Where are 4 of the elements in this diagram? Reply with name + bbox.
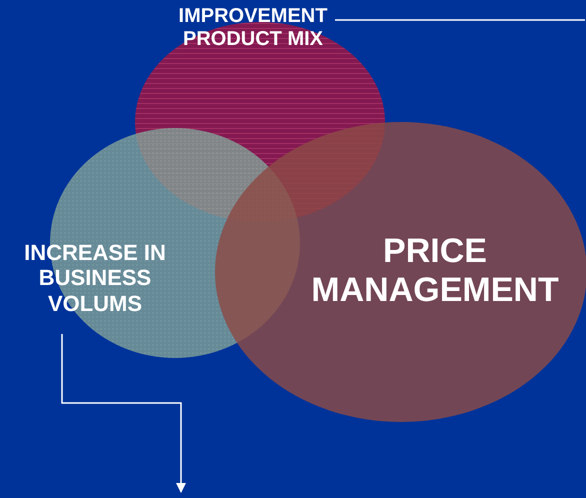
arrow (61, 334, 186, 493)
ellipse-label: IMPROVEMENT PRODUCT MIX (178, 5, 328, 51)
connector-line (335, 19, 585, 21)
ellipse-label: PRICE MANAGEMENT (310, 232, 560, 310)
